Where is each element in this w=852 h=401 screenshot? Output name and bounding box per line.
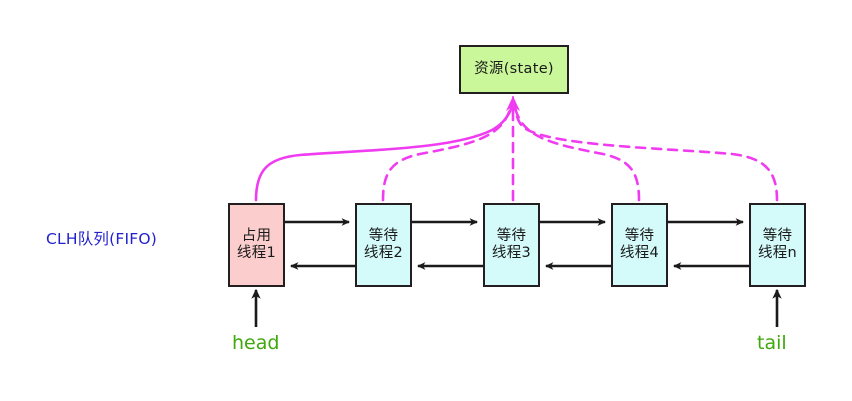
resource-label: 资源(state) <box>474 60 554 77</box>
thread-node-threadn: 等待 线程n <box>749 203 806 287</box>
head-pointer-label: head <box>232 332 280 354</box>
thread-node-line2: 线程n <box>757 245 798 261</box>
thread-node-line1: 占用 <box>241 227 272 244</box>
resource-link-owner-thread1 <box>254 101 515 202</box>
thread-node-line1: 等待 <box>496 227 527 244</box>
thread-node-thread1: 占用 线程1 <box>228 203 285 287</box>
pointer-arrows <box>251 288 782 327</box>
thread-node-line2: 线程4 <box>619 245 660 261</box>
resource-link-waiting-thread4 <box>512 101 641 202</box>
thread-node-line2: 线程2 <box>363 245 404 261</box>
thread-node-thread3: 等待 线程3 <box>483 203 540 287</box>
thread-node-line2: 线程1 <box>236 245 277 261</box>
thread-node-thread2: 等待 线程2 <box>355 203 412 287</box>
resource-link-waiting-thread2 <box>381 101 514 202</box>
thread-node-thread4: 等待 线程4 <box>611 203 668 287</box>
resource-links <box>254 96 779 202</box>
thread-node-line1: 等待 <box>624 227 655 244</box>
thread-node-line1: 等待 <box>368 227 399 244</box>
resource-box: 资源(state) <box>459 45 569 94</box>
clh-queue-title: CLH队列(FIFO) <box>46 230 158 248</box>
thread-node-line1: 等待 <box>762 227 793 244</box>
thread-node-line2: 线程3 <box>491 245 532 261</box>
tail-pointer-label: tail <box>757 332 787 354</box>
resource-link-waiting-threadn <box>512 101 779 202</box>
